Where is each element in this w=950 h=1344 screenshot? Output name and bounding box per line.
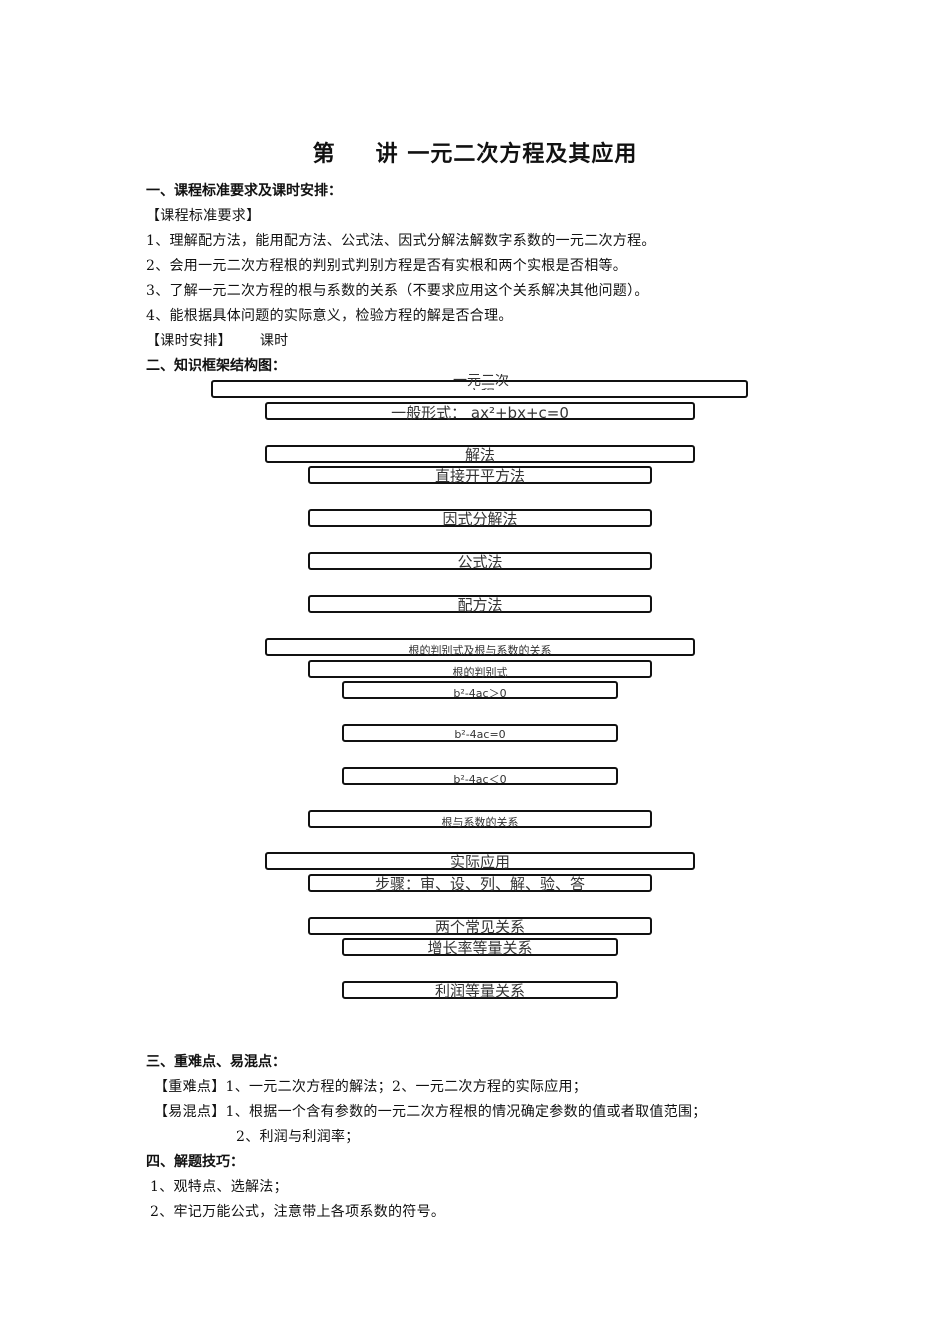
growth-rate-box: 增长率等量关系	[342, 938, 618, 957]
factoring-box: 因式分解法	[308, 509, 652, 528]
solutions-label: 解法	[464, 446, 495, 464]
completing-square-label: 配方法	[457, 596, 503, 614]
vieta-label: 根与系数的关系	[441, 816, 519, 829]
key-points-text: 1、一元二次方程的解法；2、一元二次方程的实际应用；	[225, 1079, 588, 1095]
formula-box: 公式法	[308, 552, 652, 571]
vieta-box: 根与系数的关系	[308, 810, 652, 829]
disc-negative-label: b²-4ac＜0	[453, 773, 507, 786]
schedule-value: 课时	[259, 333, 289, 349]
confusing-points-line: 【易混点】1、根据一个含有参数的一元二次方程根的情况确定参数的值或者取值范围；	[154, 1101, 707, 1121]
tip-item: 1、观特点、选解法；	[150, 1179, 288, 1195]
section1-heading: 一、课程标准要求及课时安排：	[146, 183, 342, 199]
requirement-item: 1、理解配方法，能用配方法、公式法、因式分解法解数字系数的一元二次方程。	[146, 233, 656, 249]
schedule-line: 【课时安排】 课时	[146, 330, 288, 350]
title-part-1: 第	[312, 142, 336, 167]
key-points-line: 【重难点】1、一元二次方程的解法；2、一元二次方程的实际应用；	[154, 1076, 587, 1096]
disc-positive-label: b²-4ac＞0	[453, 687, 507, 700]
direct-sqrt-label: 直接开平方法	[434, 467, 525, 485]
direct-sqrt-box: 直接开平方法	[308, 466, 652, 485]
key-points-label: 【重难点】	[154, 1079, 226, 1095]
two-relations-label: 两个常见关系	[434, 918, 525, 936]
schedule-label: 【课时安排】	[146, 333, 232, 349]
general-form-label: 一般形式： ax²+bx+c=0	[391, 404, 569, 422]
title-part-2: 讲 一元二次方程及其应用	[375, 142, 638, 167]
profit-label: 利润等量关系	[434, 982, 525, 1000]
disc-positive-box: b²-4ac＞0	[342, 681, 618, 700]
steps-label: 步骤：审、设、列、解、验、答	[374, 875, 585, 893]
application-label: 实际应用	[449, 853, 510, 871]
requirement-item: 3、了解一元二次方程的根与系数的关系（不要求应用这个关系解决其他问题）。	[146, 283, 649, 299]
general-form-box: 一般形式： ax²+bx+c=0	[265, 402, 695, 422]
confusing-points-text-1: 1、根据一个含有参数的一元二次方程根的情况确定参数的值或者取值范围；	[225, 1104, 707, 1120]
disc-negative-box: b²-4ac＜0	[342, 767, 618, 786]
growth-rate-label: 增长率等量关系	[427, 939, 533, 957]
solutions-box: 解法	[265, 445, 695, 464]
discriminant-group-label: 根的判别式及根与系数的关系	[408, 644, 552, 657]
formula-label: 公式法	[457, 553, 503, 571]
tip-item: 2、牢记万能公式，注意带上各项系数的符号。	[150, 1204, 446, 1220]
discriminant-group-box: 根的判别式及根与系数的关系	[265, 638, 695, 657]
factoring-label: 因式分解法	[442, 510, 518, 528]
two-relations-box: 两个常见关系	[308, 917, 652, 936]
discriminant-label: 根的判别式	[452, 666, 508, 679]
requirement-item: 2、会用一元二次方程根的判别式判别方程是否有实根和两个实根是否相等。	[146, 258, 628, 274]
section4-heading: 四、解题技巧：	[146, 1154, 244, 1170]
requirement-item: 4、能根据具体问题的实际意义，检验方程的解是否合理。	[146, 308, 513, 324]
section3-heading: 三、重难点、易混点：	[146, 1054, 286, 1070]
requirements-label: 【课程标准要求】	[146, 208, 261, 224]
steps-box: 步骤：审、设、列、解、验、答	[308, 874, 652, 893]
diagram-root-box: 一元二次方程	[211, 374, 748, 398]
disc-zero-box: b²-4ac=0	[342, 724, 618, 742]
discriminant-box: 根的判别式	[308, 660, 652, 679]
application-box: 实际应用	[265, 852, 695, 871]
completing-square-box: 配方法	[308, 595, 652, 614]
section2-heading: 二、知识框架结构图：	[146, 358, 286, 374]
profit-box: 利润等量关系	[342, 981, 618, 1000]
disc-zero-label: b²-4ac=0	[454, 728, 506, 741]
page-title: 第 讲 一元二次方程及其应用	[0, 136, 950, 168]
diagram-root-label: 一元二次方程	[453, 374, 509, 390]
confusing-points-label: 【易混点】	[154, 1104, 226, 1120]
confusing-points-text-2: 2、利润与利润率；	[236, 1129, 360, 1145]
